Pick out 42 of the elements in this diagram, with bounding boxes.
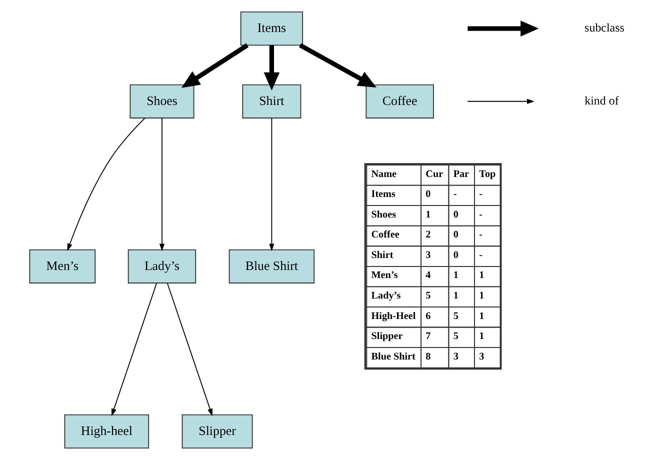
label: Slipper: [371, 331, 403, 342]
label: 1: [453, 270, 458, 282]
label: Blue Shirt: [371, 351, 416, 362]
label: Shirt: [371, 250, 394, 261]
label: 7: [426, 331, 431, 342]
label: 0: [426, 189, 431, 200]
label: 5: [426, 290, 431, 302]
label: 0: [453, 230, 458, 241]
label: 2: [426, 230, 431, 241]
label: High-Heel: [371, 310, 416, 322]
label: 5: [453, 331, 458, 342]
label: 0: [453, 250, 458, 261]
label: Men’s: [371, 270, 398, 282]
label: 1: [453, 290, 458, 302]
label: 8: [426, 351, 431, 362]
label: 1: [479, 270, 484, 282]
label: 6: [426, 310, 431, 322]
label: 4: [426, 270, 431, 282]
legend-label: subclass: [584, 20, 624, 35]
label: Top: [479, 168, 496, 180]
label: Name: [371, 168, 397, 180]
label: -: [453, 189, 457, 200]
legend-label: kind of: [584, 94, 619, 108]
label: Lady’s: [371, 290, 401, 302]
label: Items: [371, 189, 396, 200]
label: Par: [453, 168, 470, 180]
label: -: [479, 209, 483, 220]
label: Cur: [426, 168, 444, 180]
label: 1: [479, 331, 484, 342]
label: 1: [479, 310, 484, 322]
label: Shoes: [371, 209, 396, 220]
label: 0: [453, 209, 458, 220]
label: -: [479, 250, 483, 261]
label: 3: [453, 351, 458, 362]
label: 3: [479, 351, 484, 362]
label: -: [479, 189, 483, 200]
label: -: [479, 230, 483, 241]
label: Coffee: [371, 230, 400, 241]
label: 3: [426, 250, 431, 261]
label: 5: [453, 310, 458, 322]
label: 1: [479, 290, 484, 302]
label: 1: [426, 209, 431, 220]
